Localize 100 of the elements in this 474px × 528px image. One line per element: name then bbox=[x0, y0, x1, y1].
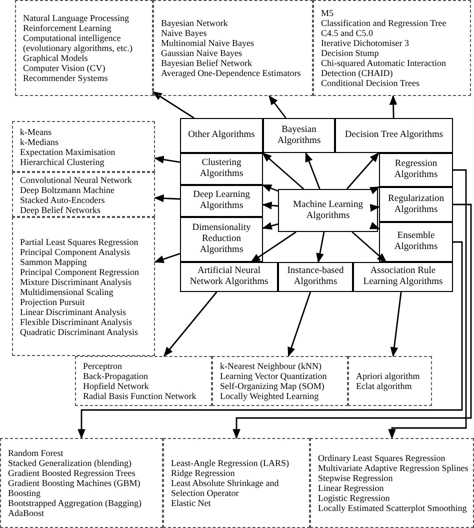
list-item: Multidimensional Scaling bbox=[20, 286, 114, 296]
arrow bbox=[369, 222, 380, 230]
list-item: Gradient Boosted Regression Trees bbox=[8, 468, 136, 478]
list-item: Chi-squared Automatic Interaction Detection (CHAID) bbox=[321, 58, 447, 78]
list-item: Graphical Models bbox=[23, 53, 89, 63]
list-item: Partial Least Squares Regression bbox=[20, 236, 140, 246]
box-label: Deep Learning Algorithms bbox=[192, 190, 251, 212]
list-item: Locally Estimated Scatterplot Smoothing bbox=[318, 503, 468, 513]
category-box bbox=[335, 118, 453, 153]
arrow bbox=[163, 292, 218, 357]
category-box bbox=[180, 118, 263, 153]
arrow bbox=[268, 95, 286, 118]
dashed-list-box bbox=[212, 356, 348, 406]
list-item: Gradient Boosting Machines (GBM) bbox=[8, 478, 142, 488]
category-box bbox=[180, 185, 263, 217]
box-label: Other Algorithms bbox=[188, 130, 255, 141]
list-item: Random Forest bbox=[8, 448, 64, 458]
list-item: Principal Component Analysis bbox=[20, 246, 130, 256]
list-item: Linear Regression bbox=[318, 483, 385, 493]
box-label: Dimensionality Reduction Algorithms bbox=[191, 223, 252, 256]
list-item: Least-Angle Regression (LARS) bbox=[171, 458, 290, 468]
arrow bbox=[262, 152, 304, 190]
category-box bbox=[278, 189, 378, 232]
box-label: Bayesian Algorithms bbox=[276, 124, 322, 146]
list-item: k-Nearest Neighbour (kNN) bbox=[220, 361, 322, 371]
list-item: Deep Belief Networks bbox=[20, 204, 102, 214]
arrow bbox=[369, 186, 380, 194]
list-item: Conditional Decision Trees bbox=[321, 78, 420, 88]
dashed-list-box bbox=[310, 438, 474, 528]
list-item: Sammon Mapping bbox=[20, 256, 87, 266]
list-item: Back-Propagation bbox=[83, 371, 149, 381]
list-item: M5 bbox=[321, 8, 335, 18]
arrow bbox=[352, 231, 387, 263]
list-item: Learning Vector Quantization bbox=[220, 371, 328, 381]
box-label: Regression Algorithms bbox=[393, 159, 439, 181]
list-item: Recommender Systems bbox=[23, 73, 109, 83]
category-box bbox=[379, 187, 453, 222]
box-label: Ensemble Algorithms bbox=[393, 231, 439, 253]
dashed-list-box bbox=[75, 356, 212, 406]
arrow bbox=[288, 292, 312, 357]
list-item: Flexible Discriminant Analysis bbox=[20, 316, 133, 326]
list-item: k-Means bbox=[20, 126, 52, 136]
category-box bbox=[379, 153, 453, 187]
arrow bbox=[346, 152, 380, 190]
list-item: Stepwise Regression bbox=[318, 473, 394, 483]
list-item: Stacked Auto-Encoders bbox=[20, 194, 106, 204]
arrow bbox=[305, 152, 320, 190]
arrow bbox=[388, 169, 467, 439]
list-item: Bootstrapped Aggregation (Bagging) bbox=[8, 498, 142, 508]
box-label: Association Rule Learning Algorithms bbox=[362, 266, 444, 288]
list-item: Natural Language Processing bbox=[23, 13, 130, 23]
list-item: Quadratic Discriminant Analysis bbox=[20, 326, 139, 336]
dashed-list-box bbox=[12, 172, 155, 217]
list-item: C4.5 and C5.0 bbox=[321, 28, 374, 38]
list-item: Bayesian Network bbox=[161, 18, 229, 28]
arrow bbox=[152, 91, 194, 119]
list-item: Computational intelligence (evolutionary algorithms, etc.) bbox=[23, 33, 134, 53]
list-item: Self-Organizing Map (SOM) bbox=[220, 381, 326, 391]
list-item: Bayesian Belief Network bbox=[161, 58, 253, 68]
list-item: Averaged One-Dependence Estimators bbox=[161, 68, 302, 78]
list-item: Boosting bbox=[8, 488, 42, 498]
arrow bbox=[250, 231, 296, 263]
box-label: Instance-based Algorithms bbox=[286, 266, 345, 288]
list-item: Logistic Regression bbox=[318, 493, 391, 503]
dashed-list-box bbox=[153, 0, 313, 96]
arrow bbox=[389, 95, 398, 118]
list-item: Decision Stump bbox=[321, 48, 380, 58]
arrow bbox=[78, 241, 463, 439]
list-item: Mixture Discriminant Analysis bbox=[20, 276, 132, 286]
category-box bbox=[180, 262, 278, 292]
category-box bbox=[353, 262, 453, 292]
category-box bbox=[263, 118, 335, 153]
list-item: Deep Boltzmann Machine bbox=[20, 184, 116, 194]
list-item: Hierarchical Clustering bbox=[20, 156, 106, 166]
category-box bbox=[180, 217, 263, 262]
arrow bbox=[154, 156, 180, 164]
box-label: Artificial Neural Network Algorithms bbox=[188, 266, 270, 288]
arrow bbox=[316, 232, 325, 263]
dashed-list-box bbox=[0, 438, 163, 528]
dashed-list-box bbox=[313, 0, 471, 96]
list-item: Naive Bayes bbox=[161, 28, 208, 38]
list-item: Multivariate Adaptive Regression Splines bbox=[318, 463, 470, 473]
arrow bbox=[232, 204, 472, 439]
list-item: Iterative Dichotomiser 3 bbox=[321, 38, 410, 48]
arrow bbox=[154, 252, 180, 263]
dashed-list-box bbox=[12, 121, 155, 172]
box-label: Regularization Algorithms bbox=[387, 194, 445, 216]
list-item: Expectation Maximisation bbox=[20, 146, 116, 156]
box-label: Clustering Algorithms bbox=[198, 158, 244, 180]
list-item: Eclat algorithm bbox=[356, 381, 413, 391]
box-label: Machine Learning Algorithms bbox=[292, 200, 364, 222]
list-item: k-Medians bbox=[20, 136, 60, 146]
arrow bbox=[262, 184, 278, 192]
list-item: Ridge Regression bbox=[171, 468, 236, 478]
list-item: Projection Pursuit bbox=[20, 296, 86, 306]
list-item: Hopfield Network bbox=[83, 381, 150, 391]
dashed-list-box bbox=[348, 356, 432, 406]
arrow bbox=[154, 194, 180, 202]
dashed-list-box bbox=[12, 217, 155, 356]
dashed-list-box bbox=[163, 438, 310, 528]
